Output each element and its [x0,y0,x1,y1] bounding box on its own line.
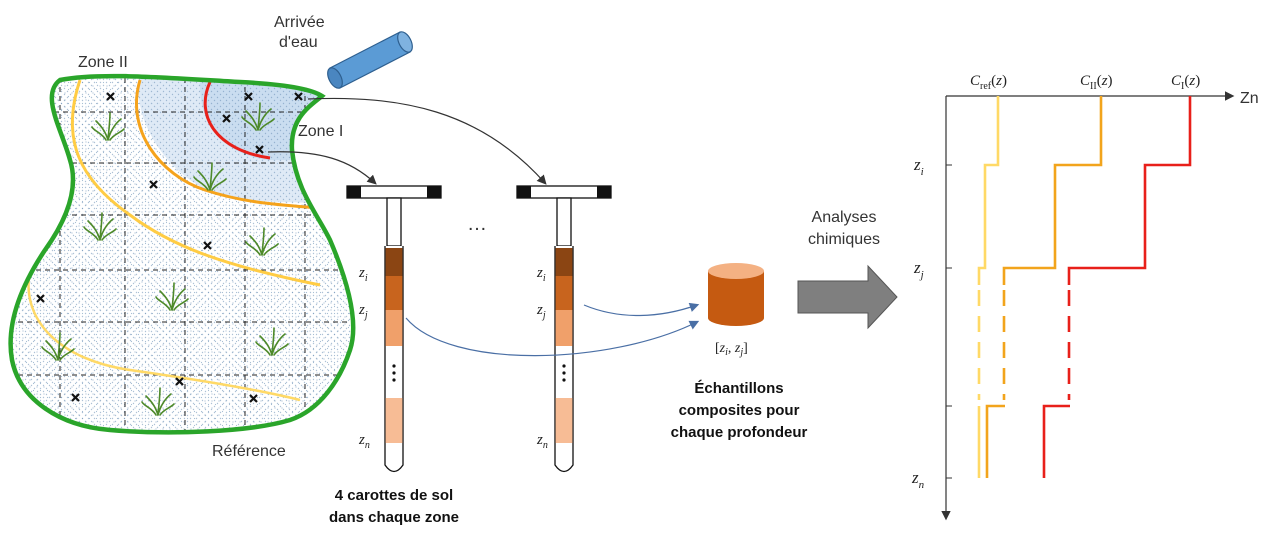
core2-zj-label: zj [536,302,546,321]
curve-label-zone1: CI(z) [1171,73,1200,92]
composite-caption-line2: composites pour [679,402,800,419]
core1-zj-label: zj [358,302,368,321]
composite-caption-line3: chaque profondeur [671,424,808,441]
composite-caption-line1: Échantillons [694,380,783,397]
curve-zone1 [1042,96,1192,478]
curve-label-ref: Cref(z) [970,73,1007,92]
concentration-profile-chart: Zn zi zj zn Cref(z) CII(z) CI(z) [911,73,1259,521]
depth-zn-label: zn [911,468,925,491]
composite-sample-icon [708,263,764,326]
analyses-label-line1: Analyses [812,209,877,226]
curve-ref [977,96,1000,478]
grass-icons [41,102,289,416]
depth-zj-label: zj [913,258,924,281]
composite-arrow-1 [405,317,700,357]
sampling-arrow-2 [307,97,547,185]
core2-zi-label: zi [536,265,546,284]
composite-arrow-2 [583,302,700,317]
cores-caption-line1: 4 carottes de sol [335,487,453,504]
water-inlet-label-line1: Arrivée [274,14,325,31]
sample-point-icons [36,92,303,403]
analyses-arrow-icon [797,264,898,330]
water-pipe-icon [327,31,413,89]
composite-interval-label: [zi, zj] [715,341,748,358]
field-map: Zone II Zone I Référence [8,54,356,460]
core1-zn-label: zn [358,432,370,451]
soil-core-1 [346,185,442,473]
analyses-label-line2: chimiques [808,231,880,248]
core2-zn-label: zn [536,432,548,451]
cores-caption-line2: dans chaque zone [329,509,459,526]
cores-ellipsis: … [467,213,487,235]
zone-ii-label: Zone II [78,54,128,71]
soil-core-2 [516,185,612,473]
x-axis-label: Zn [1240,90,1259,107]
sampling-arrow-1 [267,151,377,185]
water-inlet-label-line2: d'eau [279,34,318,51]
curve-zone2 [985,96,1103,478]
reference-label: Référence [212,443,286,460]
curve-label-zone2: CII(z) [1080,73,1113,92]
depth-zi-label: zi [913,155,924,178]
core1-zi-label: zi [358,265,368,284]
zone-i-label: Zone I [298,123,343,140]
field-boundary [8,73,356,435]
